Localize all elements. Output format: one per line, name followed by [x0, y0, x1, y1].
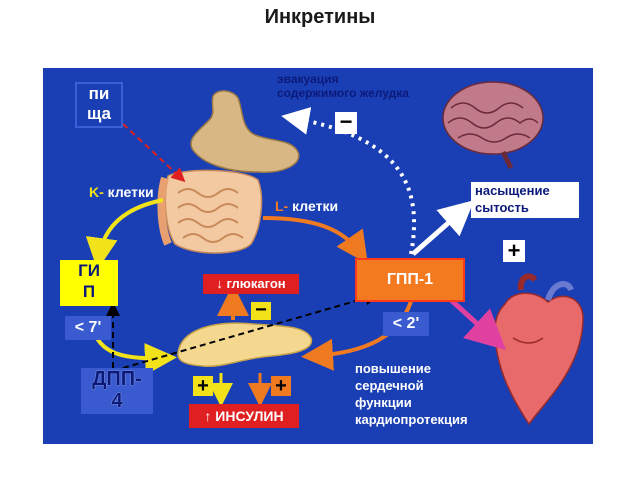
heart-icon	[494, 273, 584, 426]
glucagon-label: глюкагон	[226, 276, 286, 291]
evacuation-line-2: содержимого желудка	[277, 86, 409, 100]
cardiac-line-2: сердечной	[355, 378, 424, 393]
insulin-label: ИНСУЛИН	[215, 408, 284, 424]
l-cells-label: L- клетки	[275, 198, 338, 214]
gip-box: ГИ П	[60, 260, 118, 306]
satiety-line-1: насыщение	[475, 183, 550, 198]
l-suffix: клетки	[292, 198, 339, 214]
satiety-line-2: сытость	[475, 200, 529, 215]
glp1-box: ГПП-1	[355, 258, 465, 302]
evacuation-label: эвакуация содержимого желудка	[277, 72, 409, 100]
food-line-1: пи	[88, 84, 110, 103]
dpp4-box: ДПП- 4	[81, 368, 153, 414]
l-prefix: L-	[275, 198, 289, 214]
pancreas-icon	[177, 322, 313, 367]
minus-stomach-badge: −	[335, 111, 357, 134]
k-suffix: клетки	[107, 184, 154, 200]
food-box: пи ща	[75, 82, 123, 128]
plus-heart-badge: +	[503, 240, 525, 262]
arrow-up-icon: ↑	[204, 408, 212, 424]
gip-line-2: П	[82, 282, 96, 301]
evacuation-line-1: эвакуация	[277, 72, 339, 86]
glucagon-box: ↓ глюкагон	[203, 274, 299, 294]
food-line-2: ща	[86, 104, 111, 123]
satiety-box: насыщение сытость	[471, 182, 579, 218]
gip-time-badge: < 7'	[65, 316, 111, 340]
intestine-icon	[157, 169, 263, 254]
insulin-box: ↑ ИНСУЛИН	[189, 404, 299, 428]
arrow-down-icon: ↓	[216, 276, 223, 291]
diagram-panel: пи ща эвакуация содержимого желудка − K-…	[43, 68, 593, 444]
k-cells-label: K- клетки	[89, 184, 154, 200]
dpp4-line-1: ДПП-	[92, 368, 142, 390]
cardiac-line-1: повышение	[355, 361, 432, 376]
diagram-graphics	[85, 81, 584, 426]
dpp4-line-2: 4	[111, 390, 123, 412]
glp1-time-badge: < 2'	[383, 312, 429, 336]
minus-glucagon-badge: −	[251, 300, 271, 320]
plus-insulin-left-badge: +	[193, 376, 213, 396]
k-prefix: K-	[89, 184, 104, 200]
gip-line-1: ГИ	[78, 261, 100, 280]
cardiac-line-4: кардиопротекция	[355, 412, 468, 427]
stomach-icon	[190, 90, 300, 173]
brain-icon	[442, 81, 544, 170]
page-title: Инкретины	[264, 6, 376, 28]
cardiac-function-label: повышение сердечной функции кардиопротек…	[355, 360, 468, 428]
plus-insulin-right-badge: +	[271, 376, 291, 396]
cardiac-line-3: функции	[355, 395, 412, 410]
